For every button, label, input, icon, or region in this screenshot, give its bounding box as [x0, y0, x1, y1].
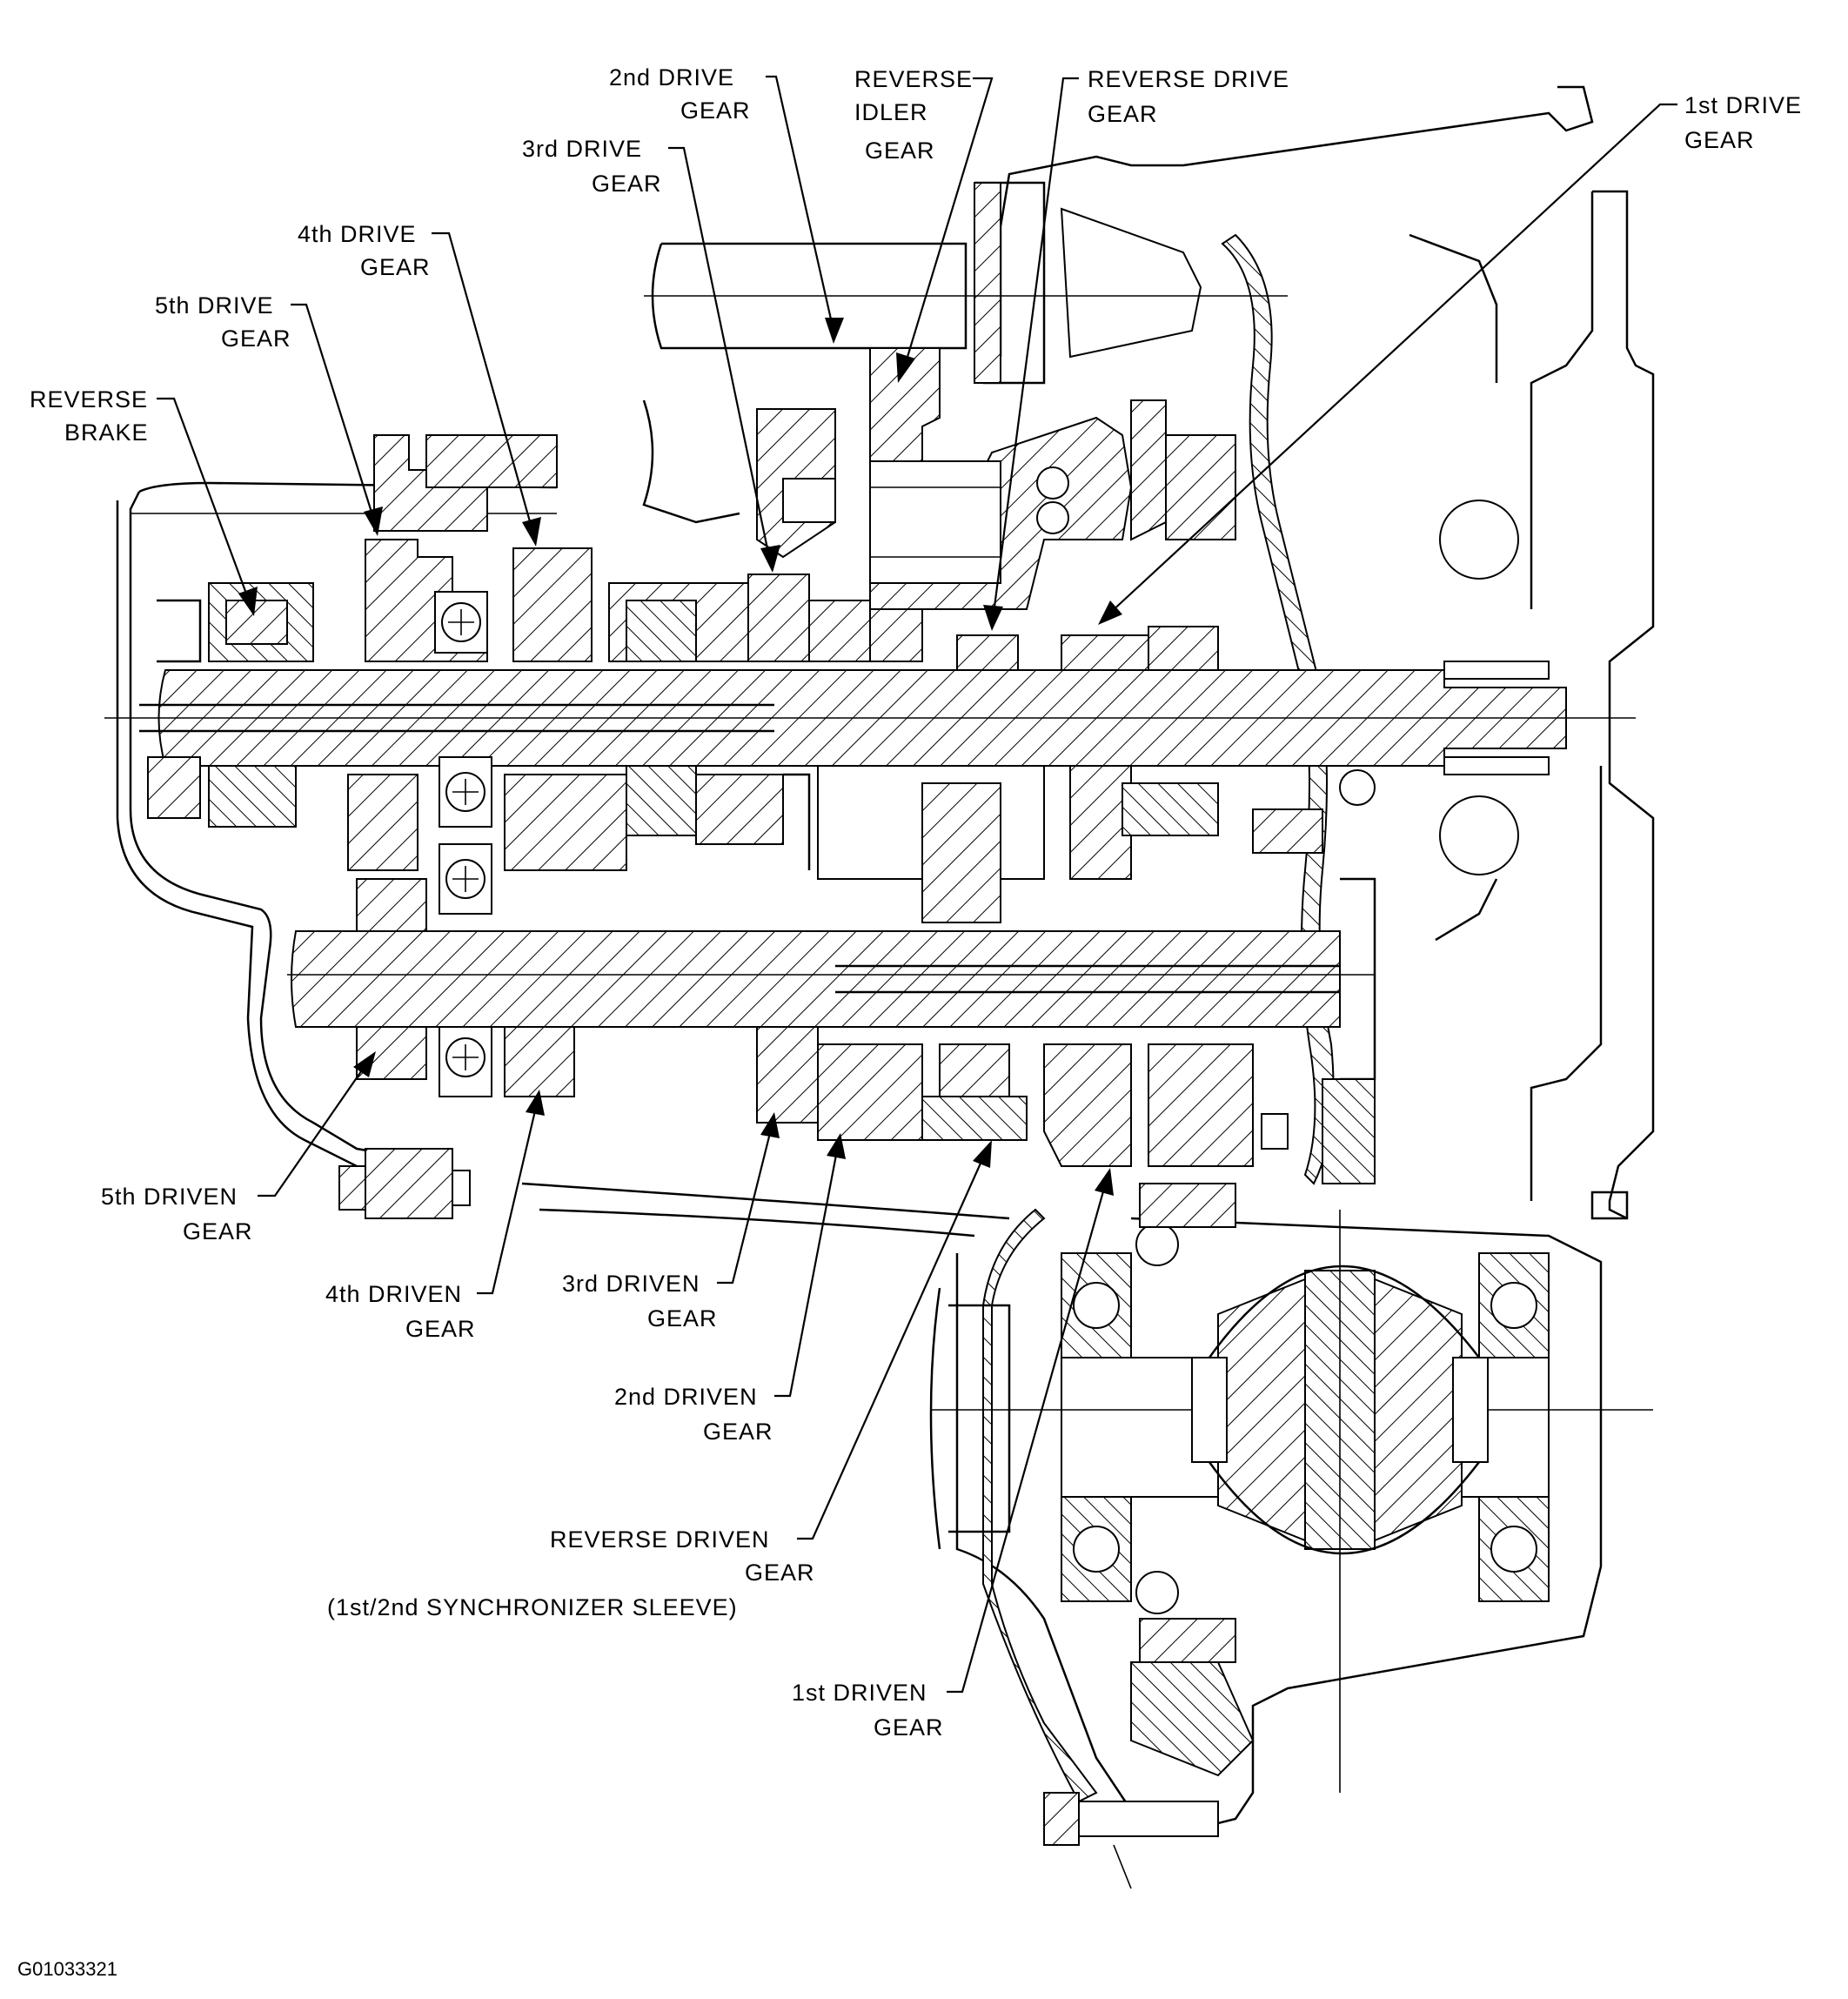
label-5th-driven-gear: 5th DRIVEN GEAR: [101, 1051, 376, 1244]
svg-text:GEAR: GEAR: [703, 1419, 773, 1445]
svg-text:GEAR: GEAR: [360, 254, 431, 280]
2nd-driven-gear: [817, 1043, 923, 1141]
label-3rd-driven-gear: 3rd DRIVEN GEAR: [562, 1112, 780, 1332]
svg-text:1st DRIVEN: 1st DRIVEN: [792, 1680, 927, 1706]
label-reverse-idler-gear: REVERSE IDLER GEAR: [854, 66, 994, 383]
label-4th-driven-gear: 4th DRIVEN GEAR: [325, 1090, 545, 1342]
1st-driven-gear: [1043, 1043, 1132, 1167]
4th-driven-gear: [504, 1026, 575, 1097]
svg-text:REVERSE DRIVEN: REVERSE DRIVEN: [550, 1526, 770, 1553]
label-5th-drive-gear: 5th DRIVE GEAR: [155, 292, 383, 536]
svg-text:REVERSE DRIVE: REVERSE DRIVE: [1088, 66, 1289, 92]
svg-text:GEAR: GEAR: [1088, 101, 1158, 127]
svg-text:1st DRIVE: 1st DRIVE: [1684, 92, 1802, 118]
transmission-drawing: [104, 85, 1655, 1889]
svg-text:3rd DRIVE: 3rd DRIVE: [522, 136, 642, 162]
svg-text:5th DRIVEN: 5th DRIVEN: [101, 1184, 238, 1210]
svg-text:GEAR: GEAR: [183, 1218, 253, 1244]
svg-text:2nd DRIVE: 2nd DRIVE: [609, 64, 734, 91]
svg-text:GEAR: GEAR: [647, 1305, 718, 1332]
svg-text:GEAR: GEAR: [221, 325, 291, 352]
svg-text:4th DRIVE: 4th DRIVE: [298, 221, 417, 247]
label-3rd-drive-gear: 3rd DRIVE GEAR: [522, 136, 780, 573]
svg-text:IDLER: IDLER: [854, 99, 928, 125]
label-1st-drive-gear: 1st DRIVE GEAR: [1098, 92, 1802, 625]
svg-text:GEAR: GEAR: [874, 1714, 944, 1741]
transmission-case-outline: [129, 491, 410, 1159]
label-2nd-drive-gear: 2nd DRIVE GEAR: [609, 64, 844, 344]
clutch-housing-outline: [999, 85, 1594, 357]
label-reverse-drive-gear: REVERSE DRIVE GEAR: [983, 66, 1289, 631]
label-1st-driven-gear: 1st DRIVEN GEAR: [792, 1168, 1114, 1741]
svg-text:REVERSE: REVERSE: [854, 66, 973, 92]
label-reverse-driven-gear: REVERSE DRIVEN GEAR (1st/2nd SYNCHRONIZE…: [327, 1140, 992, 1620]
svg-text:GEAR: GEAR: [592, 171, 662, 197]
output-shaft: [291, 930, 1341, 1028]
differential-side-gear-right: [1374, 1278, 1463, 1542]
label-4th-drive-gear: 4th DRIVE GEAR: [298, 221, 541, 547]
housing-bolt: [338, 1165, 366, 1211]
svg-text:GEAR: GEAR: [865, 138, 935, 164]
svg-text:REVERSE: REVERSE: [30, 386, 148, 413]
reverse-drive-gear: [956, 634, 1019, 671]
svg-text:4th DRIVEN: 4th DRIVEN: [325, 1281, 462, 1307]
svg-text:GEAR: GEAR: [680, 97, 751, 124]
svg-text:5th DRIVE: 5th DRIVE: [155, 292, 274, 319]
5th-driven-gear: [356, 878, 427, 932]
label-2nd-driven-gear: 2nd DRIVEN GEAR: [614, 1133, 846, 1445]
differential-housing: [955, 1217, 1603, 1829]
svg-text:BRAKE: BRAKE: [64, 419, 149, 446]
final-drive-ring-gear: [1139, 1183, 1236, 1228]
svg-text:2nd DRIVEN: 2nd DRIVEN: [614, 1384, 758, 1410]
figure-id: G01033321: [17, 1958, 117, 1980]
svg-text:(1st/2nd SYNCHRONIZER SLEEVE): (1st/2nd SYNCHRONIZER SLEEVE): [327, 1594, 738, 1620]
input-cone: [1060, 207, 1202, 359]
svg-text:3rd DRIVEN: 3rd DRIVEN: [562, 1271, 700, 1297]
svg-text:GEAR: GEAR: [405, 1316, 476, 1342]
svg-text:GEAR: GEAR: [1684, 127, 1755, 153]
4th-drive-gear: [512, 547, 593, 662]
differential-side-gear-left: [1217, 1278, 1306, 1542]
label-reverse-brake: REVERSE BRAKE: [30, 386, 258, 616]
3rd-driven-gear: [756, 1026, 819, 1124]
1st-drive-gear: [1061, 634, 1149, 671]
3rd-drive-gear: [747, 574, 810, 662]
svg-text:GEAR: GEAR: [745, 1560, 815, 1586]
